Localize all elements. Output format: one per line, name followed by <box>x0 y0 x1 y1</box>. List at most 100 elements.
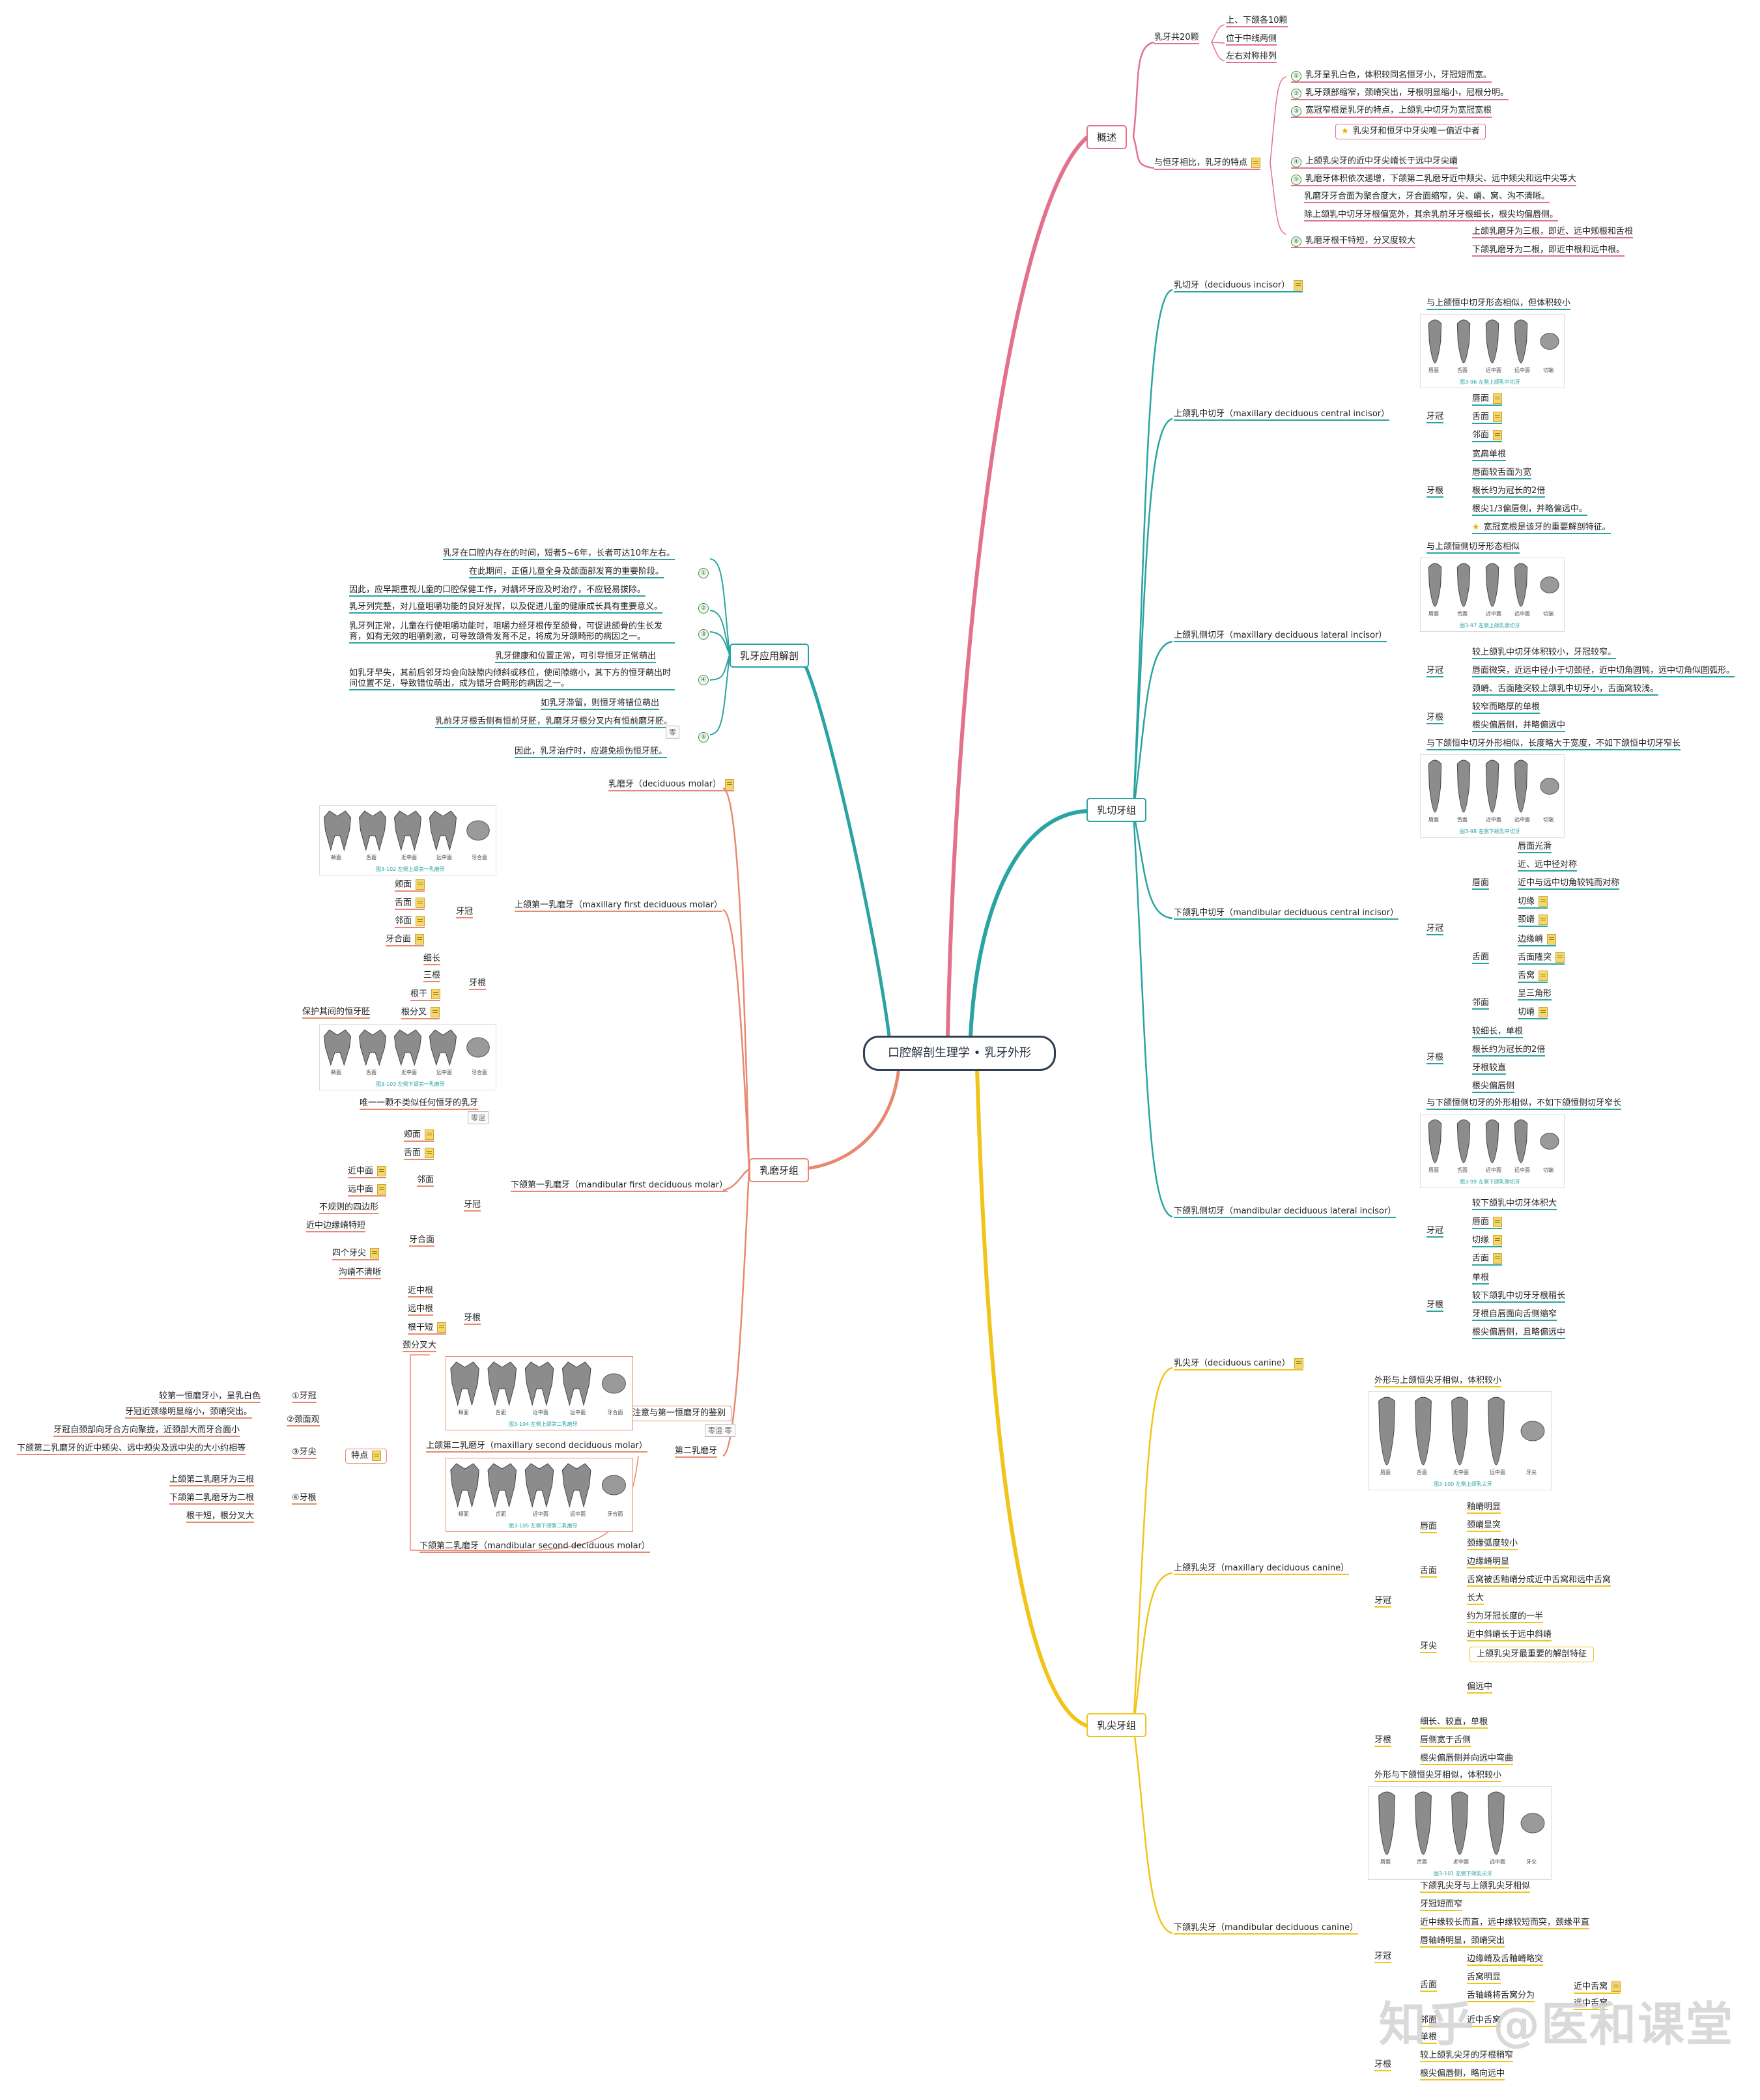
crown[interactable]: 牙冠 <box>1426 412 1444 423</box>
labial-item[interactable]: 颈嵴显突 <box>1467 1520 1501 1532</box>
root[interactable]: 牙根 <box>1426 486 1444 498</box>
overview-feature[interactable]: 上颌乳磨牙为三根，即近、远中颊根和舌根 <box>1472 227 1634 238</box>
man-central-incisor[interactable]: 下颌乳中切牙（mandibular deciduous central inci… <box>1174 908 1399 920</box>
note-icon[interactable] <box>1493 1217 1503 1227</box>
root-item[interactable]: 颈分叉大 <box>403 1341 437 1352</box>
note-icon[interactable] <box>1493 412 1503 422</box>
lingual-item[interactable]: 边缘嵴及舌釉嵴略突 <box>1467 1954 1544 1966</box>
crown-item[interactable]: 唇面 <box>1472 393 1503 406</box>
crown-item[interactable]: 邻面 <box>1472 430 1503 442</box>
root[interactable]: 牙根 <box>1374 1735 1392 1747</box>
proximal-item[interactable]: 切嵴 <box>1518 1007 1548 1019</box>
overview-compare[interactable]: 与恒牙相比，乳牙的特点 <box>1154 158 1261 170</box>
occlusal-item[interactable]: 沟嵴不清晰 <box>339 1268 382 1279</box>
man-canine-desc[interactable]: 外形与下颌恒尖牙相似，体积较小 <box>1374 1770 1502 1782</box>
cusp-item[interactable]: 长大 <box>1467 1593 1484 1605</box>
note-icon[interactable] <box>1294 1358 1303 1369</box>
root-item[interactable]: 近中根 <box>408 1286 434 1298</box>
max-canine[interactable]: 上颌乳尖牙（maxillary deciduous canine） <box>1174 1563 1350 1575</box>
root-item[interactable]: 牙根较直 <box>1472 1063 1507 1075</box>
application-item[interactable]: 乳牙列正常，儿童在行使咀嚼功能时，咀嚼力经牙根传至颌骨，可促进颌骨的生长发育，如… <box>349 621 675 644</box>
crown-item[interactable]: 颊面 <box>404 1129 434 1142</box>
root-item[interactable]: 远中根 <box>408 1304 434 1316</box>
note-icon[interactable] <box>431 1007 440 1017</box>
root-item[interactable]: 牙根自唇面向舌侧缩窄 <box>1472 1309 1557 1321</box>
note-icon[interactable] <box>1611 1981 1621 1992</box>
note-icon[interactable] <box>1493 1235 1503 1245</box>
branch-incisors[interactable]: 乳切牙组 <box>1086 798 1147 822</box>
root-item[interactable]: 根尖偏唇侧，并略偏远中 <box>1472 720 1566 732</box>
lingual-item[interactable]: 舌面隆突 <box>1518 952 1565 965</box>
application-item[interactable]: 乳牙在口腔内存在的时间，短者5~6年，长者可达10年左右。 <box>443 548 675 560</box>
root-item[interactable]: 根尖偏唇侧，略向远中 <box>1420 2069 1505 2080</box>
crown-item[interactable]: 下颌乳尖牙与上颌乳尖牙相似 <box>1420 1881 1531 1893</box>
root-item[interactable]: 较窄而略厚的单根 <box>1472 702 1540 714</box>
note-icon[interactable] <box>725 779 735 789</box>
feature-value[interactable]: 上颌第二乳磨牙为三根 <box>169 1475 255 1486</box>
proximal[interactable]: 邻面 <box>1472 998 1490 1010</box>
cusp-item[interactable]: 偏远中 <box>1467 1682 1493 1694</box>
occlusal-item[interactable]: 四个牙尖 <box>332 1248 380 1260</box>
root-item[interactable]: 根干 <box>410 989 441 1001</box>
application-item[interactable]: 在此期间，正值儿童全身及颌面部发育的重要阶段。 <box>469 567 664 578</box>
lingual-item[interactable]: 边缘嵴明显 <box>1467 1557 1510 1568</box>
overview-count-item[interactable]: 位于中线两侧 <box>1226 34 1277 46</box>
root-split-note[interactable]: 保护其间的恒牙胚 <box>302 1007 371 1019</box>
branch-canines[interactable]: 乳尖牙组 <box>1086 1713 1147 1737</box>
root-item[interactable]: 根尖1/3偏唇侧，并略偏远中。 <box>1472 504 1587 516</box>
root-item[interactable]: 细长、较直，单根 <box>1420 1717 1488 1729</box>
labial-item[interactable]: 釉嵴明显 <box>1467 1502 1501 1514</box>
man-first-desc[interactable]: 唯一一颗不类似任何恒牙的乳牙 <box>360 1098 479 1110</box>
application-item[interactable]: 如乳牙滞留，则恒牙将错位萌出 <box>541 698 660 710</box>
note-icon[interactable] <box>1294 280 1303 291</box>
feature-value[interactable]: 较第一恒磨牙小，呈乳白色 <box>159 1391 261 1403</box>
proximal[interactable]: 邻面 <box>1420 2015 1438 2027</box>
feature-key[interactable]: ②颈面观 <box>287 1415 320 1426</box>
application-item[interactable]: 乳牙健康和位置正常，可引导恒牙正常萌出 <box>495 651 657 663</box>
note-icon[interactable] <box>1493 430 1503 440</box>
root-item[interactable]: 较细长，单根 <box>1472 1027 1524 1038</box>
labial-item[interactable]: 唇面光滑 <box>1518 842 1552 853</box>
root-item[interactable]: 单根 <box>1472 1273 1490 1284</box>
feature-key[interactable]: ④牙根 <box>292 1493 317 1505</box>
note-icon[interactable] <box>416 898 425 908</box>
crown-item[interactable]: 较上颌乳中切牙体积较小，牙冠较窄。 <box>1472 647 1617 659</box>
note-icon[interactable] <box>1493 393 1503 404</box>
labial-item[interactable]: 颈嵴 <box>1518 915 1548 927</box>
root-item[interactable]: 根尖偏唇侧，且略偏远中 <box>1472 1327 1566 1339</box>
crown-item[interactable]: 唇面微突，近远中径小于切颈径，近中切角圆钝，远中切角似圆弧形。 <box>1472 666 1735 677</box>
proximal-item[interactable]: 近中舌窝 <box>1467 2015 1501 2027</box>
crown[interactable]: 牙冠 <box>464 1200 481 1212</box>
branch-application[interactable]: 乳牙应用解剖 <box>730 644 810 668</box>
root-item[interactable]: 根长约为冠长的2倍 <box>1472 1045 1546 1057</box>
max-canine-desc[interactable]: 外形与上颌恒尖牙相似，体积较小 <box>1374 1376 1502 1387</box>
root-item[interactable]: 根尖偏唇侧 <box>1472 1081 1515 1093</box>
application-item[interactable]: 因此，乳牙治疗时，应避免损伤恒牙胚。 <box>515 746 668 758</box>
man-second-molar[interactable]: 下颌第二乳磨牙（mandibular second deciduous mola… <box>419 1541 650 1553</box>
occlusal[interactable]: 牙合面 <box>409 1235 435 1247</box>
man-lateral-incisor[interactable]: 下颌乳侧切牙（mandibular deciduous lateral inci… <box>1174 1206 1397 1218</box>
crown-item[interactable]: 颊面 <box>395 879 425 892</box>
root-item[interactable]: 唇面较舌面为宽 <box>1472 468 1532 479</box>
note-icon[interactable] <box>370 1248 380 1258</box>
root[interactable]: 牙根 <box>1426 1053 1444 1064</box>
occlusal-item[interactable]: 不规则的四边形 <box>319 1202 379 1214</box>
crown-item[interactable]: 切缘 <box>1472 1235 1503 1247</box>
feature-key[interactable]: ①牙冠 <box>292 1391 317 1403</box>
cusp-callout[interactable]: 上颌乳尖牙最重要的解剖特征 <box>1469 1647 1595 1662</box>
feature-key[interactable]: ③牙尖 <box>292 1447 317 1459</box>
fossa-item[interactable]: 近中舌窝 <box>1574 1981 1621 1994</box>
root-item[interactable]: 单根 <box>1420 2032 1438 2044</box>
crown-item[interactable]: 舌面 <box>1472 1253 1503 1266</box>
root[interactable]: 牙根 <box>1374 2060 1392 2071</box>
lingual-item[interactable]: 舌轴嵴将舌窝分为 <box>1467 1991 1535 2002</box>
lingual-item[interactable]: 舌窝 <box>1518 971 1548 983</box>
crown-item[interactable]: 舌面 <box>1472 412 1503 424</box>
root[interactable]: 牙根 <box>1426 713 1444 724</box>
note-icon[interactable] <box>415 934 425 944</box>
labial-item[interactable]: 近中与远中切角较钝而对称 <box>1518 878 1620 890</box>
labial[interactable]: 唇面 <box>1420 1522 1438 1533</box>
